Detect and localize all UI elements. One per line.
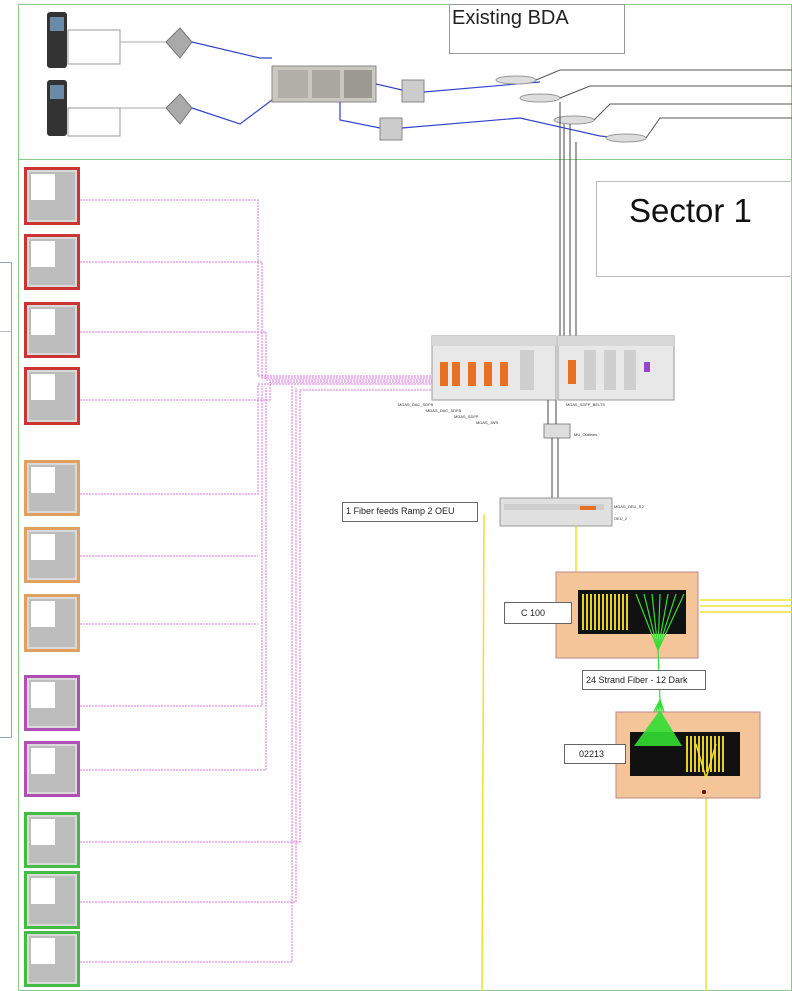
panel-c100 [556, 572, 698, 658]
svg-text:MDAS_DAC_SDFB: MDAS_DAC_SDFB [398, 402, 433, 407]
svg-text:MDAS_SDFP: MDAS_SDFP [454, 414, 479, 419]
remote-unit-red-3 [24, 302, 80, 358]
svg-text:OEU_2: OEU_2 [614, 516, 628, 521]
panel-02213 [616, 712, 760, 798]
fiber-feed-label: 1 Fiber feeds Ramp 2 OEU [342, 502, 478, 522]
svg-text:MU_Outlines: MU_Outlines [574, 432, 597, 437]
splitter-2 [520, 94, 560, 102]
c100-label: C 100 [504, 602, 572, 624]
label-02213: 02213 [564, 744, 626, 764]
remote-unit-green-1 [24, 812, 80, 868]
combiner-2 [380, 118, 402, 140]
combiner-1 [402, 80, 424, 102]
remote-unit-green-3 [24, 931, 80, 987]
c100-label-text: C 100 [521, 608, 545, 618]
fiber-feed-label-text: 1 Fiber feeds Ramp 2 OEU [346, 506, 455, 516]
donor-phone-2 [47, 80, 120, 136]
antenna-diamond-2 [166, 94, 192, 124]
magenta-links [80, 200, 432, 962]
rack-combiner [544, 424, 570, 438]
antenna-diamond-1 [166, 28, 192, 58]
remote-unit-red-4 [24, 367, 80, 425]
splitter-1 [496, 76, 536, 84]
splitter-4 [606, 134, 646, 142]
remote-unit-orange-2 [24, 527, 80, 583]
sector-rack-left [432, 336, 556, 400]
remote-unit-green-2 [24, 871, 80, 929]
svg-text:MDAS_JWS: MDAS_JWS [476, 420, 499, 425]
remote-unit-purple-2 [24, 741, 80, 797]
bda-headend-rack [272, 66, 376, 102]
svg-text:MDAS_DAC_SDFB: MDAS_DAC_SDFB [426, 408, 461, 413]
strand-fiber-label-text: 24 Strand Fiber - 12 Dark [586, 675, 688, 685]
label-02213-text: 02213 [579, 749, 604, 759]
remote-unit-orange-1 [24, 460, 80, 516]
remote-unit-orange-3 [24, 594, 80, 652]
remote-unit-red-1 [24, 167, 80, 225]
oeu-unit [500, 498, 612, 526]
remote-unit-purple-1 [24, 675, 80, 731]
strand-fiber-label: 24 Strand Fiber - 12 Dark [582, 670, 706, 690]
sector-rack-right [558, 336, 674, 400]
svg-text:MDAS_OEU_R2: MDAS_OEU_R2 [614, 504, 645, 509]
donor-phone-1 [47, 12, 120, 68]
remote-unit-red-2 [24, 234, 80, 290]
svg-text:MDAS_SDFP_BELTS: MDAS_SDFP_BELTS [566, 402, 605, 407]
